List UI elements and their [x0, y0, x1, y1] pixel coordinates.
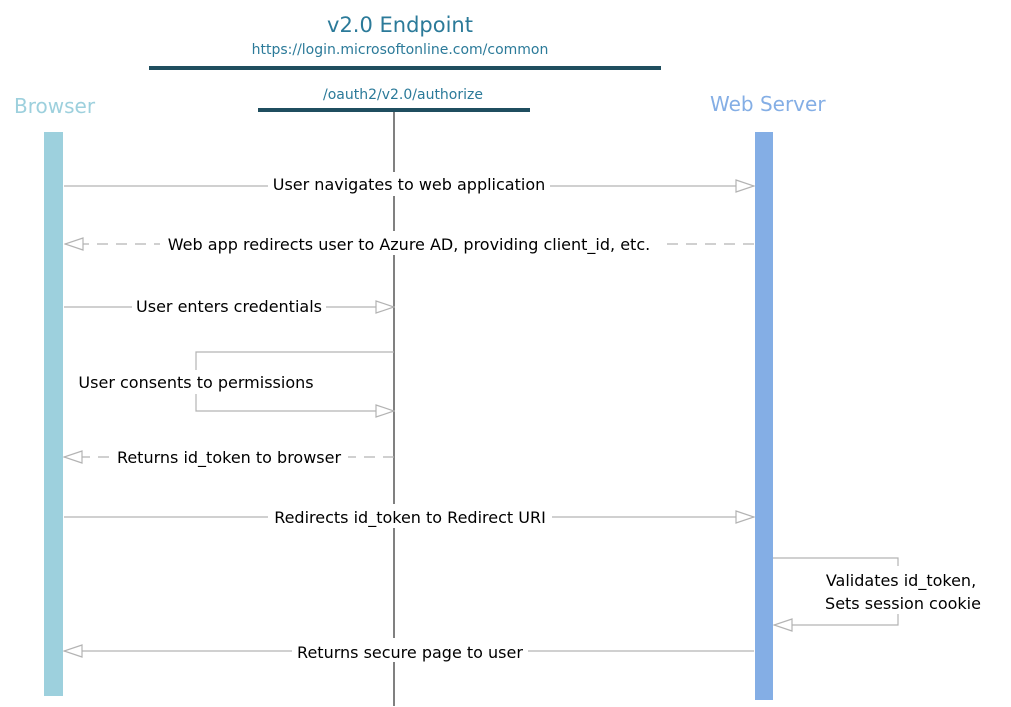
message-validate: Validates id_token, Sets session cookie: [773, 557, 988, 625]
web-server-activation-bar: [755, 132, 773, 700]
message-label: User navigates to web application: [273, 175, 546, 194]
message-return-token: Returns id_token to browser: [64, 444, 394, 468]
message-label: Redirects id_token to Redirect URI: [274, 508, 546, 528]
message-redirect-azure: Web app redirects user to Azure AD, prov…: [65, 231, 754, 255]
message-label-line2: Sets session cookie: [825, 594, 981, 613]
browser-activation-bar: [44, 132, 63, 696]
message-label: Web app redirects user to Azure AD, prov…: [168, 235, 650, 255]
browser-label: Browser: [14, 94, 96, 118]
message-label: Returns id_token to browser: [117, 448, 342, 468]
endpoint-url: https://login.microsoftonline.com/common: [252, 42, 549, 58]
message-redirect-uri: Redirects id_token to Redirect URI: [64, 504, 754, 528]
endpoint-path: /oauth2/v2.0/authorize: [323, 87, 483, 103]
web-server-label: Web Server: [710, 92, 826, 116]
message-label: User consents to permissions: [78, 373, 313, 392]
message-label: Returns secure page to user: [297, 643, 523, 662]
message-label: User enters credentials: [136, 297, 322, 316]
endpoint-title: v2.0 Endpoint: [327, 13, 473, 37]
message-credentials: User enters credentials: [64, 294, 394, 318]
message-navigate: User navigates to web application: [64, 172, 754, 196]
message-consent: User consents to permissions: [74, 351, 394, 411]
message-label: Validates id_token,: [826, 571, 976, 591]
message-secure-page: Returns secure page to user: [64, 638, 754, 662]
